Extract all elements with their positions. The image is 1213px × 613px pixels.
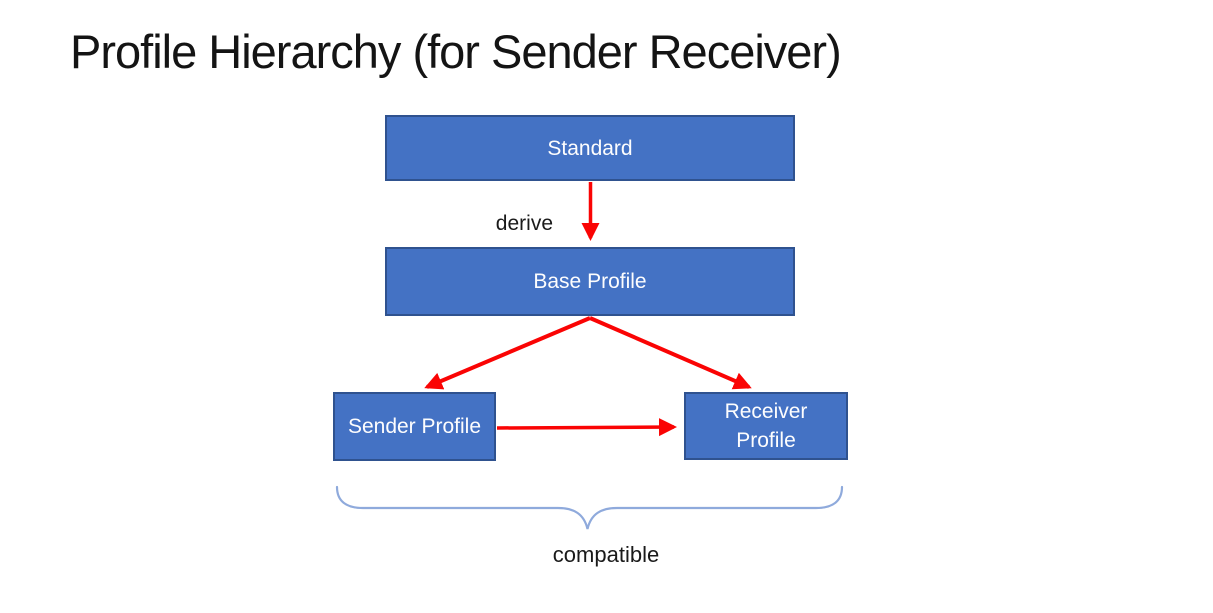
compatible-brace — [335, 485, 844, 530]
node-sender-profile-label: Sender Profile — [347, 415, 482, 438]
node-sender-profile: Sender Profile — [333, 392, 496, 461]
arrow-sender-to-receiver — [496, 418, 677, 437]
page-title: Profile Hierarchy (for Sender Receiver) — [70, 25, 842, 78]
node-base-profile-label: Base Profile — [533, 270, 647, 293]
arrow-base-to-sender — [424, 316, 591, 390]
node-base-profile: Base Profile — [385, 247, 795, 316]
node-receiver-profile-label: Receiver Profile — [724, 400, 808, 452]
edge-label-derive: derive — [495, 212, 553, 235]
arrow-base-to-receiver — [589, 316, 752, 390]
edge-label-compatible: compatible — [552, 542, 660, 567]
node-standard-label: Standard — [547, 136, 633, 160]
node-standard: Standard — [385, 115, 795, 181]
node-receiver-profile: Receiver Profile — [684, 392, 848, 460]
